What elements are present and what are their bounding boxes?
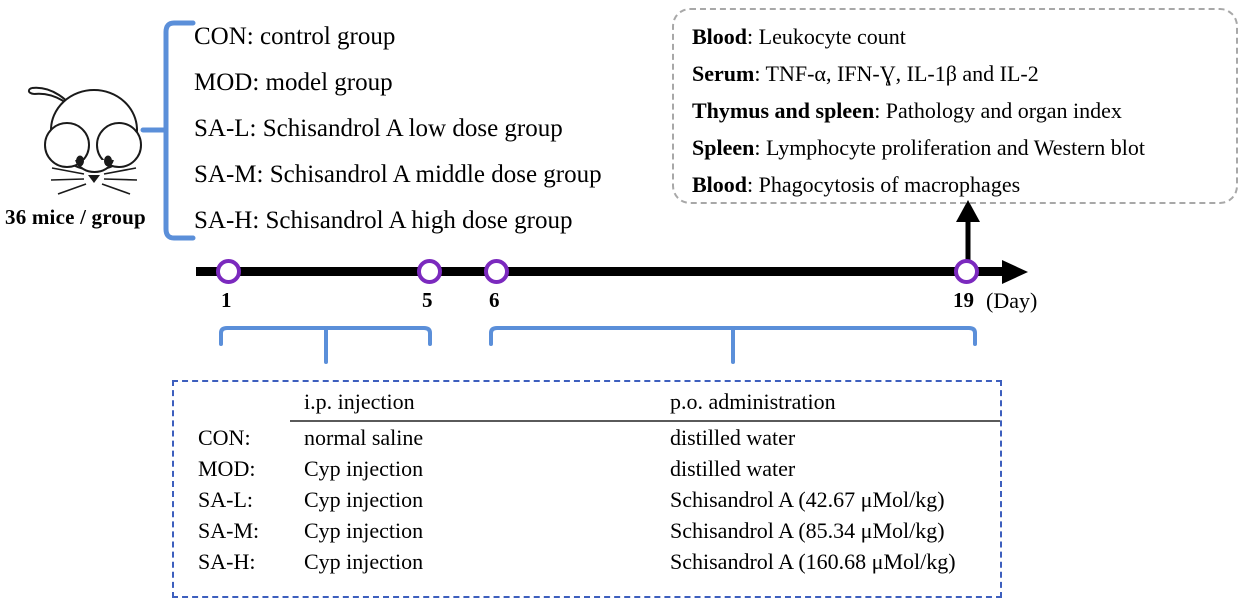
table-cell-po: Schisandrol A (42.67 μMol/kg) [670, 487, 945, 512]
table-cell-ip: Cyp injection [304, 518, 424, 543]
measurement-row: Spleen: Lymphocyte proliferation and Wes… [692, 129, 1222, 166]
table-row: SA-H: Cyp injection Schisandrol A (160.6… [174, 546, 1000, 577]
table-cell-group: CON: [198, 425, 251, 450]
mouse-illustration [18, 68, 168, 198]
measurement-source: Thymus and spleen [692, 98, 875, 123]
measurement-row: Thymus and spleen: Pathology and organ i… [692, 92, 1222, 129]
table-cell-ip: Cyp injection [304, 549, 424, 574]
timeline-label-day-5: 5 [422, 288, 433, 312]
measurement-assay: : TNF-α, IFN-Ɣ, IL-1β and IL-2 [754, 61, 1039, 86]
table-cell-ip: normal saline [304, 425, 424, 450]
table-header-group [174, 386, 290, 421]
treatment-table: i.p. injection p.o. administration CON: … [172, 380, 1002, 598]
measurement-assay: : Phagocytosis of macrophages [747, 172, 1021, 197]
table-row: SA-L: Cyp injection Schisandrol A (42.67… [174, 484, 1000, 515]
phase-brace-administration [489, 326, 977, 364]
measurement-source: Blood [692, 24, 748, 49]
measurement-row: Serum: TNF-α, IFN-Ɣ, IL-1β and IL-2 [692, 55, 1222, 92]
measurement-assay: : Pathology and organ index [874, 98, 1122, 123]
mice-count-label: 36 mice / group [5, 205, 146, 229]
phase-braces [196, 322, 1016, 374]
phase-brace-injection [219, 326, 432, 364]
timeline-node-day-19[interactable] [954, 259, 979, 284]
group-row: MOD: model group [194, 69, 393, 96]
timeline-unit-label: (Day) [986, 288, 1038, 313]
measurement-assay: : Leukocyte count [747, 24, 906, 49]
timeline-label-day-6: 6 [489, 288, 500, 312]
table-cell-group: SA-M: [198, 518, 260, 543]
group-row: SA-M: Schisandrol A middle dose group [194, 161, 602, 188]
measurement-source: Serum [692, 61, 755, 86]
group-bracket [140, 18, 196, 243]
timeline: 1 5 6 19 (Day) [196, 255, 1236, 313]
timeline-axis [196, 267, 1008, 276]
timeline-label-day-19: 19 [953, 288, 974, 312]
table-cell-group: MOD: [198, 456, 256, 481]
timeline-node-day-5[interactable] [417, 259, 442, 284]
group-row: SA-L: Schisandrol A low dose group [194, 115, 563, 142]
measurement-row: Blood: Leukocyte count [692, 18, 1222, 55]
table-row: CON: normal saline distilled water [174, 421, 1000, 453]
timeline-node-day-1[interactable] [216, 259, 241, 284]
measurement-row: Blood: Phagocytosis of macrophages [692, 166, 1222, 203]
table-header-po: p.o. administration [656, 386, 1000, 422]
group-row: SA-H: Schisandrol A high dose group [194, 207, 573, 234]
table-cell-group: SA-L: [198, 487, 253, 512]
group-row: CON: control group [194, 23, 396, 50]
table-row: MOD: Cyp injection distilled water [174, 453, 1000, 484]
table-cell-po: Schisandrol A (160.68 μMol/kg) [670, 549, 956, 574]
table-cell-ip: Cyp injection [304, 487, 424, 512]
timeline-label-day-1: 1 [221, 288, 232, 312]
group-list: CON: control group MOD: model group SA-L… [194, 14, 664, 244]
table-cell-ip: Cyp injection [304, 456, 424, 481]
measurement-source: Blood [692, 172, 748, 197]
table-cell-po: distilled water [670, 456, 796, 481]
table-cell-po: Schisandrol A (85.34 μMol/kg) [670, 518, 945, 543]
table-cell-group: SA-H: [198, 549, 256, 574]
timeline-node-day-6[interactable] [484, 259, 509, 284]
timeline-arrowhead-icon [1002, 260, 1028, 284]
measurement-assay: : Lymphocyte proliferation and Western b… [754, 135, 1146, 160]
table-header-ip: i.p. injection [290, 386, 656, 422]
table-row: SA-M: Cyp injection Schisandrol A (85.34… [174, 515, 1000, 546]
measurement-source: Spleen [692, 135, 755, 160]
table-cell-po: distilled water [670, 425, 796, 450]
measurement-box: Blood: Leukocyte count Serum: TNF-α, IFN… [672, 8, 1238, 204]
